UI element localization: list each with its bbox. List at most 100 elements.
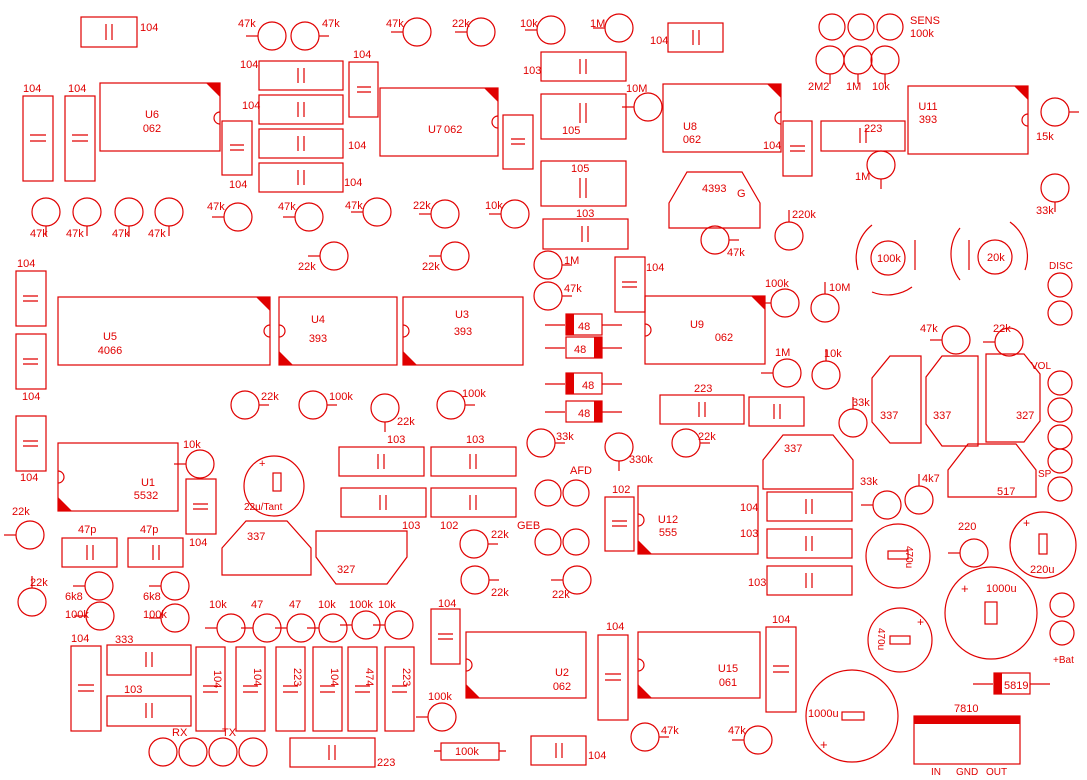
resistor: 6k8 bbox=[65, 571, 114, 603]
resistor-body bbox=[533, 281, 563, 311]
ic-u15: U15 061 bbox=[637, 631, 761, 699]
svg-text:+: + bbox=[820, 737, 828, 752]
svg-text:GEB: GEB bbox=[517, 520, 540, 532]
resistor: 47k bbox=[345, 197, 392, 227]
resistor-axial-value: 100k bbox=[455, 746, 479, 758]
ic-u9-name: U9 bbox=[690, 319, 704, 331]
resistor: 100k bbox=[65, 601, 115, 631]
resistor-body bbox=[294, 202, 324, 232]
capacitor: 104 bbox=[530, 735, 606, 766]
ic-u7-part: 062 bbox=[444, 124, 462, 136]
resistor: 22k bbox=[551, 565, 592, 601]
resistor-value: 47k bbox=[207, 201, 225, 213]
svg-text:104: 104 bbox=[646, 262, 664, 274]
capacitor: 474 bbox=[347, 646, 378, 732]
resistor-value: 47k bbox=[345, 200, 363, 212]
svg-text:104: 104 bbox=[71, 633, 89, 645]
resistor-value: 100k bbox=[65, 609, 89, 621]
resistor: 100k bbox=[298, 390, 353, 420]
resistor-value: 47k bbox=[386, 18, 404, 30]
svg-text:5819: 5819 bbox=[1004, 680, 1028, 692]
resistor: 330k bbox=[604, 432, 653, 471]
resistor-value: 100k bbox=[462, 388, 486, 400]
capacitor: 104 bbox=[70, 633, 102, 732]
svg-text:104: 104 bbox=[588, 750, 606, 762]
svg-text:104: 104 bbox=[240, 59, 258, 71]
resistor-body bbox=[743, 725, 773, 755]
svg-text:223: 223 bbox=[400, 668, 412, 686]
resistor-value: 22k bbox=[261, 391, 279, 403]
svg-text:337: 337 bbox=[933, 410, 951, 422]
capacitor: 104 bbox=[240, 59, 344, 91]
svg-text:DISC: DISC bbox=[1049, 261, 1073, 272]
resistor-body bbox=[216, 613, 246, 643]
capacitor: 103 bbox=[523, 51, 627, 82]
svg-text:G: G bbox=[737, 188, 746, 200]
svg-text:104: 104 bbox=[17, 258, 35, 270]
resistor-value: 47k bbox=[148, 228, 166, 240]
svg-text:104: 104 bbox=[438, 598, 456, 610]
transistor: 337 bbox=[221, 520, 312, 576]
resistor-body bbox=[436, 390, 466, 420]
ic-u6-name: U6 bbox=[145, 109, 159, 121]
svg-text:327: 327 bbox=[337, 564, 355, 576]
svg-text:474: 474 bbox=[363, 668, 375, 686]
ic-u4: U4 393 bbox=[278, 296, 398, 366]
capacitor: 333 bbox=[106, 634, 192, 676]
capacitor: 104 bbox=[22, 83, 54, 182]
svg-text:470u: 470u bbox=[875, 628, 886, 650]
svg-text:103: 103 bbox=[576, 208, 594, 220]
resistor-body bbox=[430, 199, 460, 229]
resistor-body bbox=[866, 150, 896, 180]
resistor-value: 47k bbox=[920, 323, 938, 335]
svg-text:1000u: 1000u bbox=[986, 583, 1017, 595]
ic-u11: U11 393 bbox=[907, 85, 1029, 155]
resistor-body bbox=[604, 13, 634, 43]
resistor: 1M bbox=[843, 45, 873, 93]
capacitor: 103 bbox=[748, 565, 853, 596]
svg-text:103: 103 bbox=[466, 434, 484, 446]
capacitor: 223 bbox=[659, 383, 745, 425]
diode: 48 bbox=[545, 336, 622, 359]
resistor: 47k bbox=[112, 197, 144, 240]
ic-u4-part: 393 bbox=[309, 333, 327, 345]
electrolytic-capacitor: + 220u bbox=[1009, 511, 1077, 579]
resistor: 47k bbox=[278, 201, 324, 232]
svg-text:337: 337 bbox=[784, 443, 802, 455]
svg-text:20k: 20k bbox=[987, 252, 1005, 264]
svg-text:103: 103 bbox=[740, 528, 758, 540]
svg-text:337: 337 bbox=[880, 410, 898, 422]
svg-text:104: 104 bbox=[251, 668, 263, 686]
svg-text:47p: 47p bbox=[78, 524, 96, 536]
resistor-body bbox=[440, 241, 470, 271]
resistor-body bbox=[671, 428, 701, 458]
resistor: 47k bbox=[30, 197, 61, 240]
resistor-body bbox=[318, 613, 348, 643]
svg-text:47p: 47p bbox=[140, 524, 158, 536]
resistor-body bbox=[700, 225, 730, 255]
svg-text:VOL: VOL bbox=[1031, 361, 1051, 372]
resistor-body bbox=[370, 393, 400, 423]
resistor-body bbox=[770, 288, 800, 318]
capacitor: 104 bbox=[763, 120, 813, 177]
capacitor: 103 bbox=[338, 434, 425, 477]
svg-text:OUT: OUT bbox=[986, 767, 1007, 778]
resistor: 47k bbox=[207, 201, 253, 232]
resistor: 22k bbox=[671, 428, 716, 458]
resistor-value: 47k bbox=[727, 247, 745, 259]
svg-text:100k: 100k bbox=[877, 253, 901, 265]
resistor: 220 bbox=[948, 521, 989, 568]
resistor-value: 1M bbox=[855, 171, 870, 183]
resistor-value: 1M bbox=[564, 255, 579, 267]
resistor: 100k bbox=[143, 603, 190, 633]
svg-text:223: 223 bbox=[694, 383, 712, 395]
svg-text:+: + bbox=[917, 615, 924, 629]
resistor: 1M bbox=[590, 13, 634, 43]
svg-text:223: 223 bbox=[291, 668, 303, 686]
electrolytic-capacitor: + 1000u bbox=[944, 566, 1038, 660]
transistor: 327 bbox=[985, 353, 1041, 443]
resistor-value: 330k bbox=[629, 454, 653, 466]
resistor-value: 6k8 bbox=[65, 591, 83, 603]
